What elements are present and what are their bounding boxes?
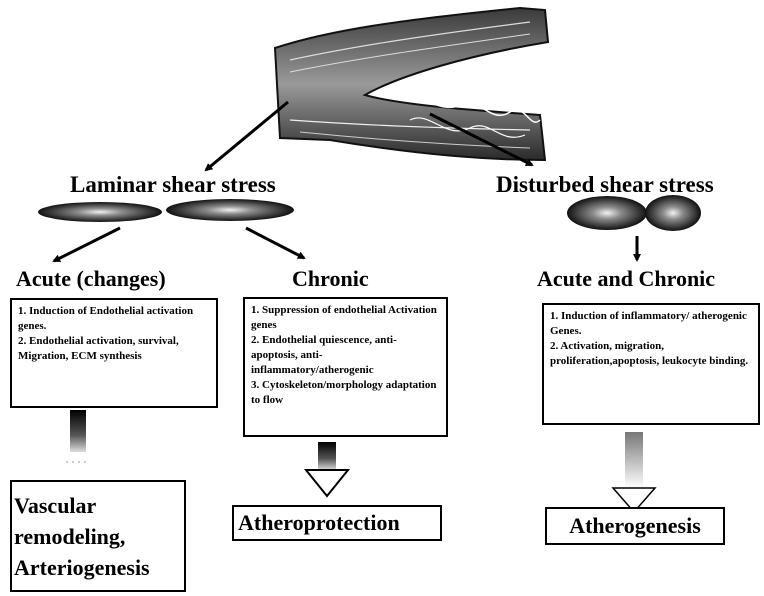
- acute-item-1: 1. Induction of Endothelial activation g…: [18, 304, 210, 334]
- acute-item-2: 2. Endothelial activation, survival, Mig…: [18, 334, 210, 364]
- chronic-item-2: 2. Endothelial quiescence, anti-apoptosi…: [251, 333, 440, 378]
- chronic-heading: Chronic: [292, 266, 369, 292]
- acute-chronic-item-1: 1. Induction of inflammatory/ atherogeni…: [550, 309, 752, 339]
- disturbed-shear-stress-title: Disturbed shear stress: [496, 172, 714, 198]
- outcome-line-2: remodeling,: [14, 521, 180, 552]
- arrow-icon: [246, 228, 304, 258]
- atherogenesis-outcome-box: Atherogenesis: [545, 507, 725, 545]
- arrow-icon: [206, 102, 288, 170]
- rounded-endothelial-cell-icon: [567, 196, 647, 230]
- chronic-item-1: 1. Suppression of endothelial Activation…: [251, 303, 440, 333]
- outcome-line-3: Arteriogenesis: [14, 552, 180, 583]
- elongated-endothelial-cell-icon: [166, 199, 294, 221]
- atheroprotection-outcome-box: Atheroprotection: [232, 505, 442, 541]
- rounded-endothelial-cell-icon: [645, 195, 701, 231]
- arrow-icon: [54, 228, 120, 261]
- acute-changes-box: 1. Induction of Endothelial activation g…: [10, 298, 218, 408]
- gradient-arrow-icon: [306, 442, 348, 496]
- acute-chronic-item-2: 2. Activation, migration, proliferation,…: [550, 339, 752, 369]
- outcome-line-1: Vascular: [14, 490, 180, 521]
- chronic-item-3: 3. Cytoskeleton/morphology adaptation to…: [251, 378, 440, 408]
- vessel-bifurcation-illustration: [275, 8, 548, 160]
- acute-and-chronic-heading: Acute and Chronic: [537, 266, 715, 292]
- gradient-arrow-icon: [66, 410, 90, 462]
- acute-and-chronic-box: 1. Induction of inflammatory/ atherogeni…: [542, 303, 760, 425]
- vascular-remodeling-outcome-box: Vascular remodeling, Arteriogenesis: [10, 480, 186, 592]
- elongated-endothelial-cell-icon: [38, 202, 162, 222]
- gradient-arrow-icon: [613, 432, 655, 512]
- chronic-box: 1. Suppression of endothelial Activation…: [243, 297, 448, 437]
- acute-changes-heading: Acute (changes): [16, 266, 166, 292]
- laminar-shear-stress-title: Laminar shear stress: [70, 172, 276, 198]
